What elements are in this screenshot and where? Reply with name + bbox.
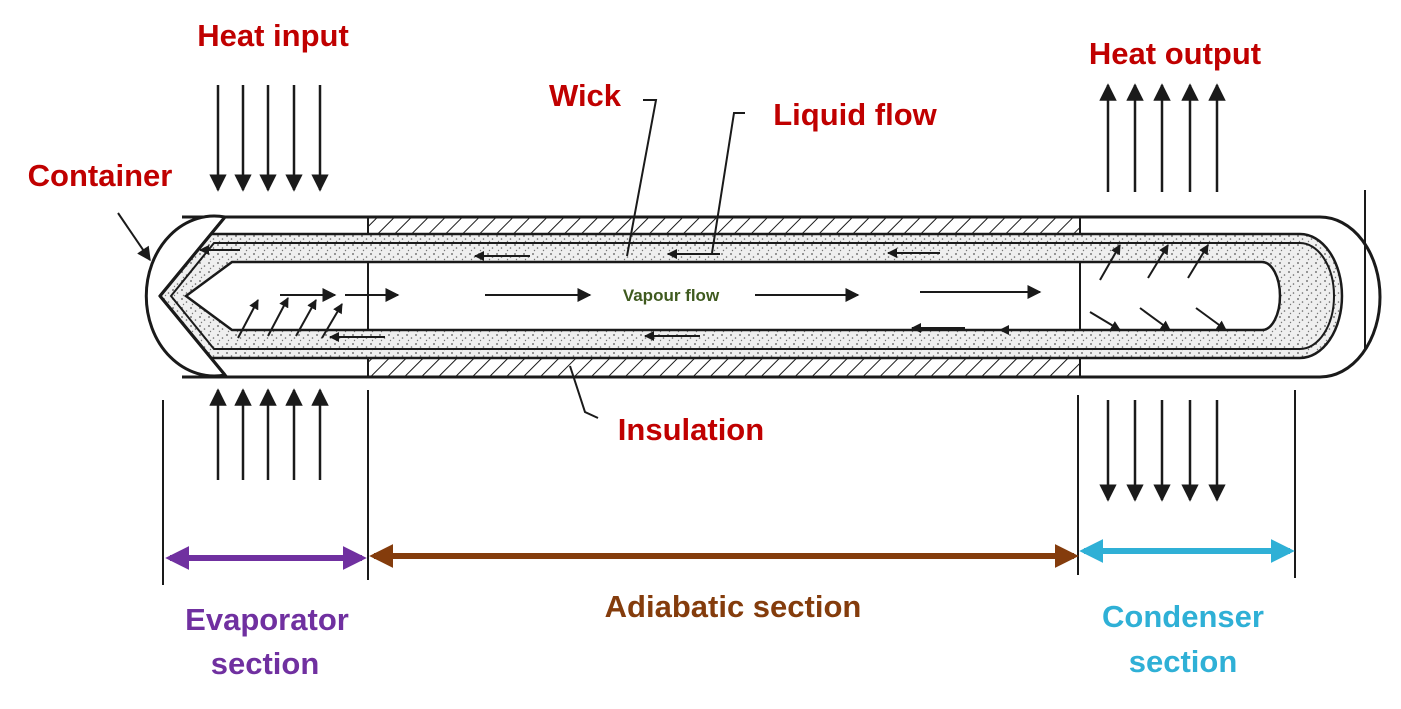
wick-leader xyxy=(626,99,658,257)
condensation-arrows xyxy=(1089,244,1227,331)
adiabatic-label: Adiabatic section xyxy=(605,589,862,624)
liquid-flow-leader xyxy=(711,112,745,254)
insulation-leader xyxy=(569,365,599,419)
insulation-label: Insulation xyxy=(618,412,764,447)
heat-output-arrows-bottom xyxy=(1099,400,1226,502)
leader-lines xyxy=(569,99,745,419)
vapour-flow-label: Vapour flow xyxy=(623,286,720,305)
wick-layer xyxy=(158,232,1344,360)
heat-input-arrows-top xyxy=(209,85,329,192)
pipe-outer-wall xyxy=(182,215,1382,379)
condenser-label-line2: section xyxy=(1129,644,1238,679)
container-leader xyxy=(117,212,151,262)
wick-label: Wick xyxy=(549,78,622,113)
insulation-bottom xyxy=(367,357,1081,378)
container-label: Container xyxy=(28,158,173,193)
heat-input-label: Heat input xyxy=(197,18,349,53)
insulation-top xyxy=(367,216,1081,235)
liquid-flow-label: Liquid flow xyxy=(773,97,937,132)
heat-input-arrows-bottom xyxy=(209,388,329,480)
condenser-label-line1: Condenser xyxy=(1102,599,1264,634)
heat-output-arrows-top xyxy=(1099,83,1226,192)
container-end-cap xyxy=(144,214,228,378)
evaporation-arrows xyxy=(237,297,343,339)
vapour-arrows xyxy=(280,285,1042,302)
heat-pipe xyxy=(144,214,1382,379)
evaporator-label-line1: Evaporator xyxy=(185,602,349,637)
evaporator-label-line2: section xyxy=(211,646,320,681)
heat-output-label: Heat output xyxy=(1089,36,1261,71)
liquid-arrows xyxy=(199,245,1050,342)
